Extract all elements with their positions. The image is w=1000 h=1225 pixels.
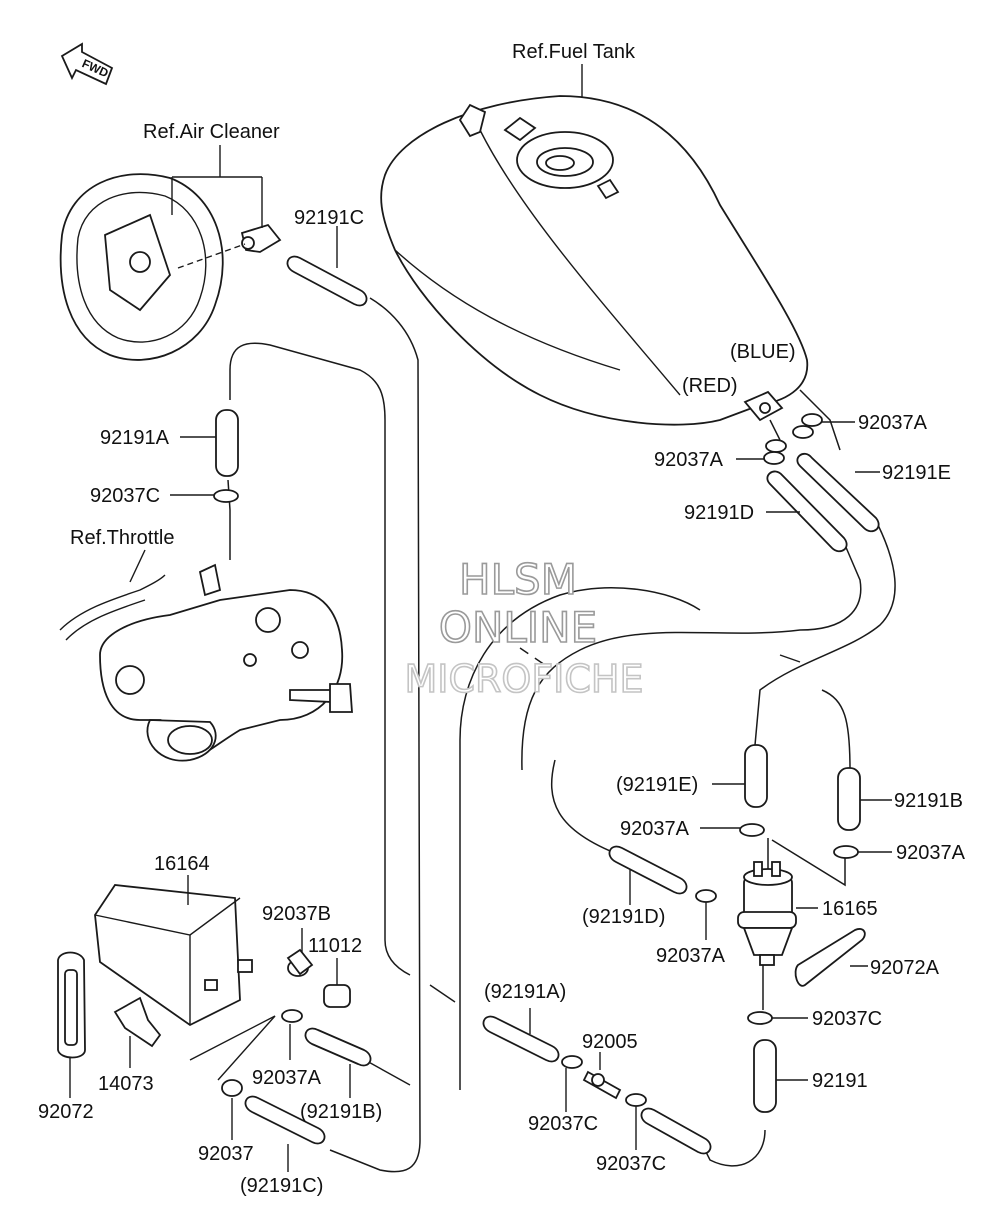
part-label: 92072A xyxy=(870,957,940,979)
hose-92191B xyxy=(837,767,861,831)
part-label: (92191E) xyxy=(616,774,698,796)
part-label: (92191D) xyxy=(582,906,665,928)
ref-throttle-label: Ref.Throttle xyxy=(70,527,174,549)
part-label: 92037A xyxy=(656,945,726,967)
bracket-14073 xyxy=(113,996,162,1048)
part-label: 14073 xyxy=(98,1073,154,1095)
part-labels: 92191C 92191A 92037C 92037A 92037A 92191… xyxy=(38,207,966,1197)
hose-92191D xyxy=(766,470,848,553)
hose-92191E-lower xyxy=(744,744,768,808)
hose-92191A-left xyxy=(215,409,239,477)
part-label: (92191B) xyxy=(300,1101,382,1123)
valve-92037B xyxy=(286,948,314,976)
bracket-92072 xyxy=(57,951,86,1059)
part-label: 92037A xyxy=(654,449,724,471)
part-label: 92191D xyxy=(684,502,754,524)
part-label: 92037C xyxy=(812,1008,882,1030)
part-label: 92037A xyxy=(620,818,690,840)
part-label: 92037B xyxy=(262,903,331,925)
fuel-tank xyxy=(380,95,809,426)
hose-92191-joint xyxy=(640,1107,712,1155)
part-label: 92037A xyxy=(896,842,966,864)
part-label: 92072 xyxy=(38,1101,94,1123)
leader-lines xyxy=(69,226,892,1172)
part-label: 92037C xyxy=(528,1113,598,1135)
part-label: 92037C xyxy=(90,485,160,507)
hose-92191-right xyxy=(753,1039,777,1113)
part-label: 92005 xyxy=(582,1031,638,1053)
red-hose-label: (RED) xyxy=(682,375,738,397)
throttle-body xyxy=(59,563,353,762)
part-label: (92191A) xyxy=(484,981,566,1003)
blue-hose-label: (BLUE) xyxy=(730,341,796,363)
watermark: HLSM ONLINE MICROFICHE xyxy=(404,554,645,702)
part-label: 92037A xyxy=(858,412,928,434)
part-label: 92037C xyxy=(596,1153,666,1175)
part-label: 11012 xyxy=(308,935,362,957)
watermark-line2: ONLINE xyxy=(439,603,597,652)
part-label: 16165 xyxy=(822,898,878,920)
part-label: 92191E xyxy=(882,462,951,484)
ref-fuel-tank-label: Ref.Fuel Tank xyxy=(512,41,636,63)
part-label: 16164 xyxy=(154,853,210,875)
air-cleaner xyxy=(59,173,282,361)
part-label: 92191C xyxy=(294,207,364,229)
watermark-line1: HLSM xyxy=(459,555,577,604)
cap-11012 xyxy=(323,984,351,1008)
part-label: (92191C) xyxy=(240,1175,323,1197)
hose-92191C-top xyxy=(286,255,368,307)
hose-92191B-canister xyxy=(304,1027,372,1067)
fuel-filter-16165 xyxy=(737,861,797,966)
hose-92191E xyxy=(796,453,880,533)
hose-routing xyxy=(227,297,896,1173)
hose-92191A-lower xyxy=(482,1015,560,1063)
hose-92191C-canister xyxy=(244,1095,326,1145)
part-label: 92037 xyxy=(198,1143,254,1165)
hose-92191D-lower xyxy=(608,845,688,895)
ref-air-cleaner-label: Ref.Air Cleaner xyxy=(143,121,280,143)
bracket-92072A xyxy=(794,928,866,987)
watermark-line3: MICROFICHE xyxy=(404,657,643,701)
fwd-arrow-icon: FWD xyxy=(60,42,114,86)
part-label: 92037A xyxy=(252,1067,322,1089)
part-label: 92191 xyxy=(812,1070,868,1092)
fitting-92005 xyxy=(582,1070,622,1100)
canister-16164 xyxy=(94,884,253,1027)
part-label: 92191A xyxy=(100,427,170,449)
part-label: 92191B xyxy=(894,790,963,812)
